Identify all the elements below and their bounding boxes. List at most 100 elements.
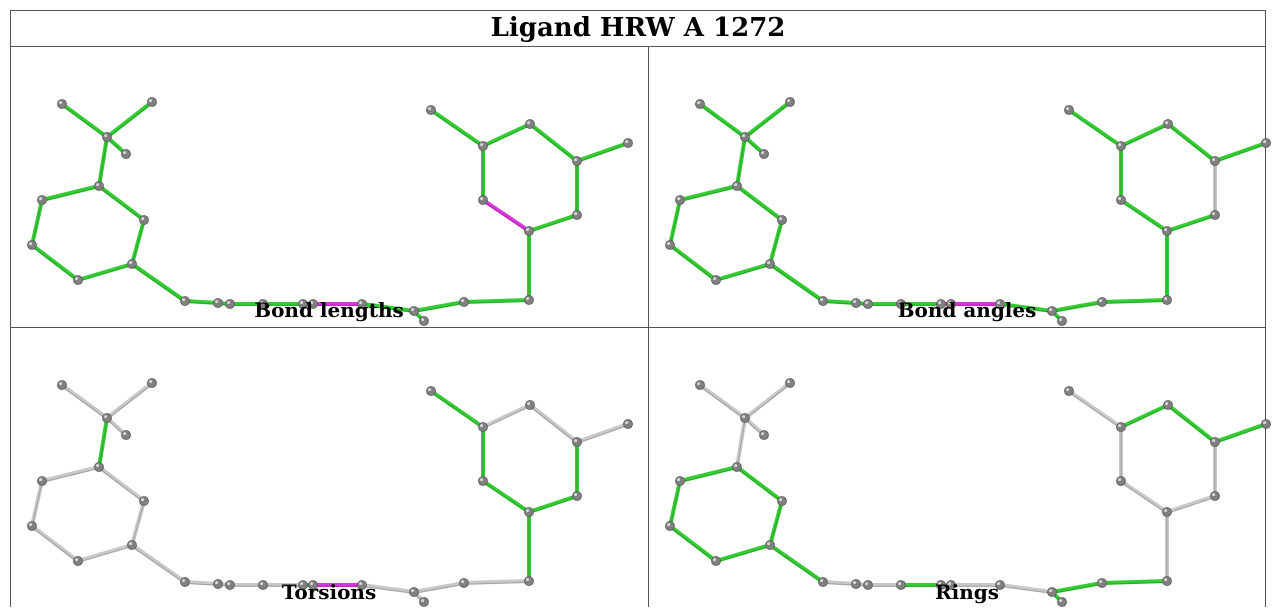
bond-shade <box>736 186 783 222</box>
atom-highlight <box>938 582 942 586</box>
bond-shade <box>529 124 578 163</box>
atom <box>785 378 795 388</box>
atom <box>1210 156 1220 166</box>
atom <box>147 378 157 388</box>
bond-shade <box>361 585 415 594</box>
atom-highlight <box>260 582 264 586</box>
atom <box>1163 400 1173 410</box>
atom-highlight <box>141 217 145 221</box>
bond <box>481 198 531 233</box>
caption-bond-lengths: Bond lengths <box>254 298 404 322</box>
bond-shade <box>679 186 738 202</box>
atom-highlight <box>1118 197 1122 201</box>
atom-highlight <box>779 217 783 221</box>
atom-highlight <box>625 421 629 425</box>
bond <box>1067 389 1123 429</box>
bond <box>462 579 531 585</box>
bond <box>1050 300 1104 313</box>
bond-shade <box>1101 581 1168 585</box>
atom-highlight <box>411 308 415 312</box>
bond <box>527 494 579 514</box>
atom-highlight <box>1165 121 1169 125</box>
atom-highlight <box>359 301 363 305</box>
atom <box>1210 210 1220 220</box>
bond-shade <box>430 391 484 429</box>
bond <box>1100 579 1169 585</box>
atom <box>572 156 582 166</box>
atom-highlight <box>761 432 765 436</box>
bond <box>30 524 80 563</box>
bond <box>1213 422 1268 444</box>
bond-shade <box>1051 302 1103 313</box>
bond-shade <box>98 467 145 503</box>
bond <box>360 583 416 594</box>
bond-shade <box>482 405 531 429</box>
bond-shade <box>31 245 79 282</box>
bond-shade <box>736 138 746 188</box>
bond-shade <box>98 419 108 469</box>
bond-shade <box>576 424 629 444</box>
bond <box>462 298 531 304</box>
atom-highlight <box>767 542 771 546</box>
atom-highlight <box>300 582 304 586</box>
atom-highlight <box>129 261 133 265</box>
atom-highlight <box>1049 308 1053 312</box>
bond <box>1165 494 1217 514</box>
atom <box>1064 105 1074 115</box>
atom-highlight <box>667 242 671 246</box>
atom-highlight <box>428 107 432 111</box>
bond <box>768 262 825 303</box>
atom-highlight <box>667 523 671 527</box>
bond-shade <box>1167 124 1216 163</box>
bond <box>735 465 784 503</box>
figure-title: Ligand HRW A 1272 <box>490 13 786 43</box>
atom-highlight <box>1164 509 1168 513</box>
frame-border-top <box>10 10 1266 11</box>
bond <box>821 299 858 305</box>
bond-shade <box>413 583 465 594</box>
atom <box>37 476 47 486</box>
atom <box>524 226 534 236</box>
atom <box>478 195 488 205</box>
atom-highlight <box>1099 299 1103 303</box>
atom-highlight <box>865 301 869 305</box>
bond-shade <box>822 301 857 305</box>
bond-shade <box>361 304 415 313</box>
atom-highlight <box>59 382 63 386</box>
row-divider <box>10 327 1266 328</box>
frame-border-left <box>10 10 11 607</box>
atom <box>426 386 436 396</box>
bond-shade <box>131 221 145 266</box>
bond-shade <box>999 585 1053 594</box>
atom-highlight <box>461 580 465 584</box>
atom <box>525 119 535 129</box>
atom <box>695 380 705 390</box>
atom-highlight <box>1118 478 1122 482</box>
atom-highlight <box>1263 140 1267 144</box>
bond <box>183 299 220 305</box>
bond-shade <box>769 502 783 547</box>
atom <box>732 181 742 191</box>
atom-highlight <box>300 301 304 305</box>
atom <box>478 141 488 151</box>
bond <box>743 381 792 420</box>
atom <box>623 138 633 148</box>
bond-shade <box>744 383 791 420</box>
atom <box>765 259 775 269</box>
atom-highlight <box>461 299 465 303</box>
bond <box>360 302 416 313</box>
atom-highlight <box>215 300 219 304</box>
atom-highlight <box>359 582 363 586</box>
atom <box>27 240 37 250</box>
bond <box>998 583 1054 594</box>
caption-bond-angles: Bond angles <box>897 298 1037 322</box>
bond-shade <box>463 300 530 304</box>
atom <box>426 105 436 115</box>
bond <box>735 135 747 188</box>
atom-highlight <box>787 99 791 103</box>
bond-shade <box>715 264 771 282</box>
bond <box>575 141 630 163</box>
bond-shade <box>184 301 219 305</box>
bond-shade <box>463 581 530 585</box>
bond-shade <box>1051 583 1103 594</box>
